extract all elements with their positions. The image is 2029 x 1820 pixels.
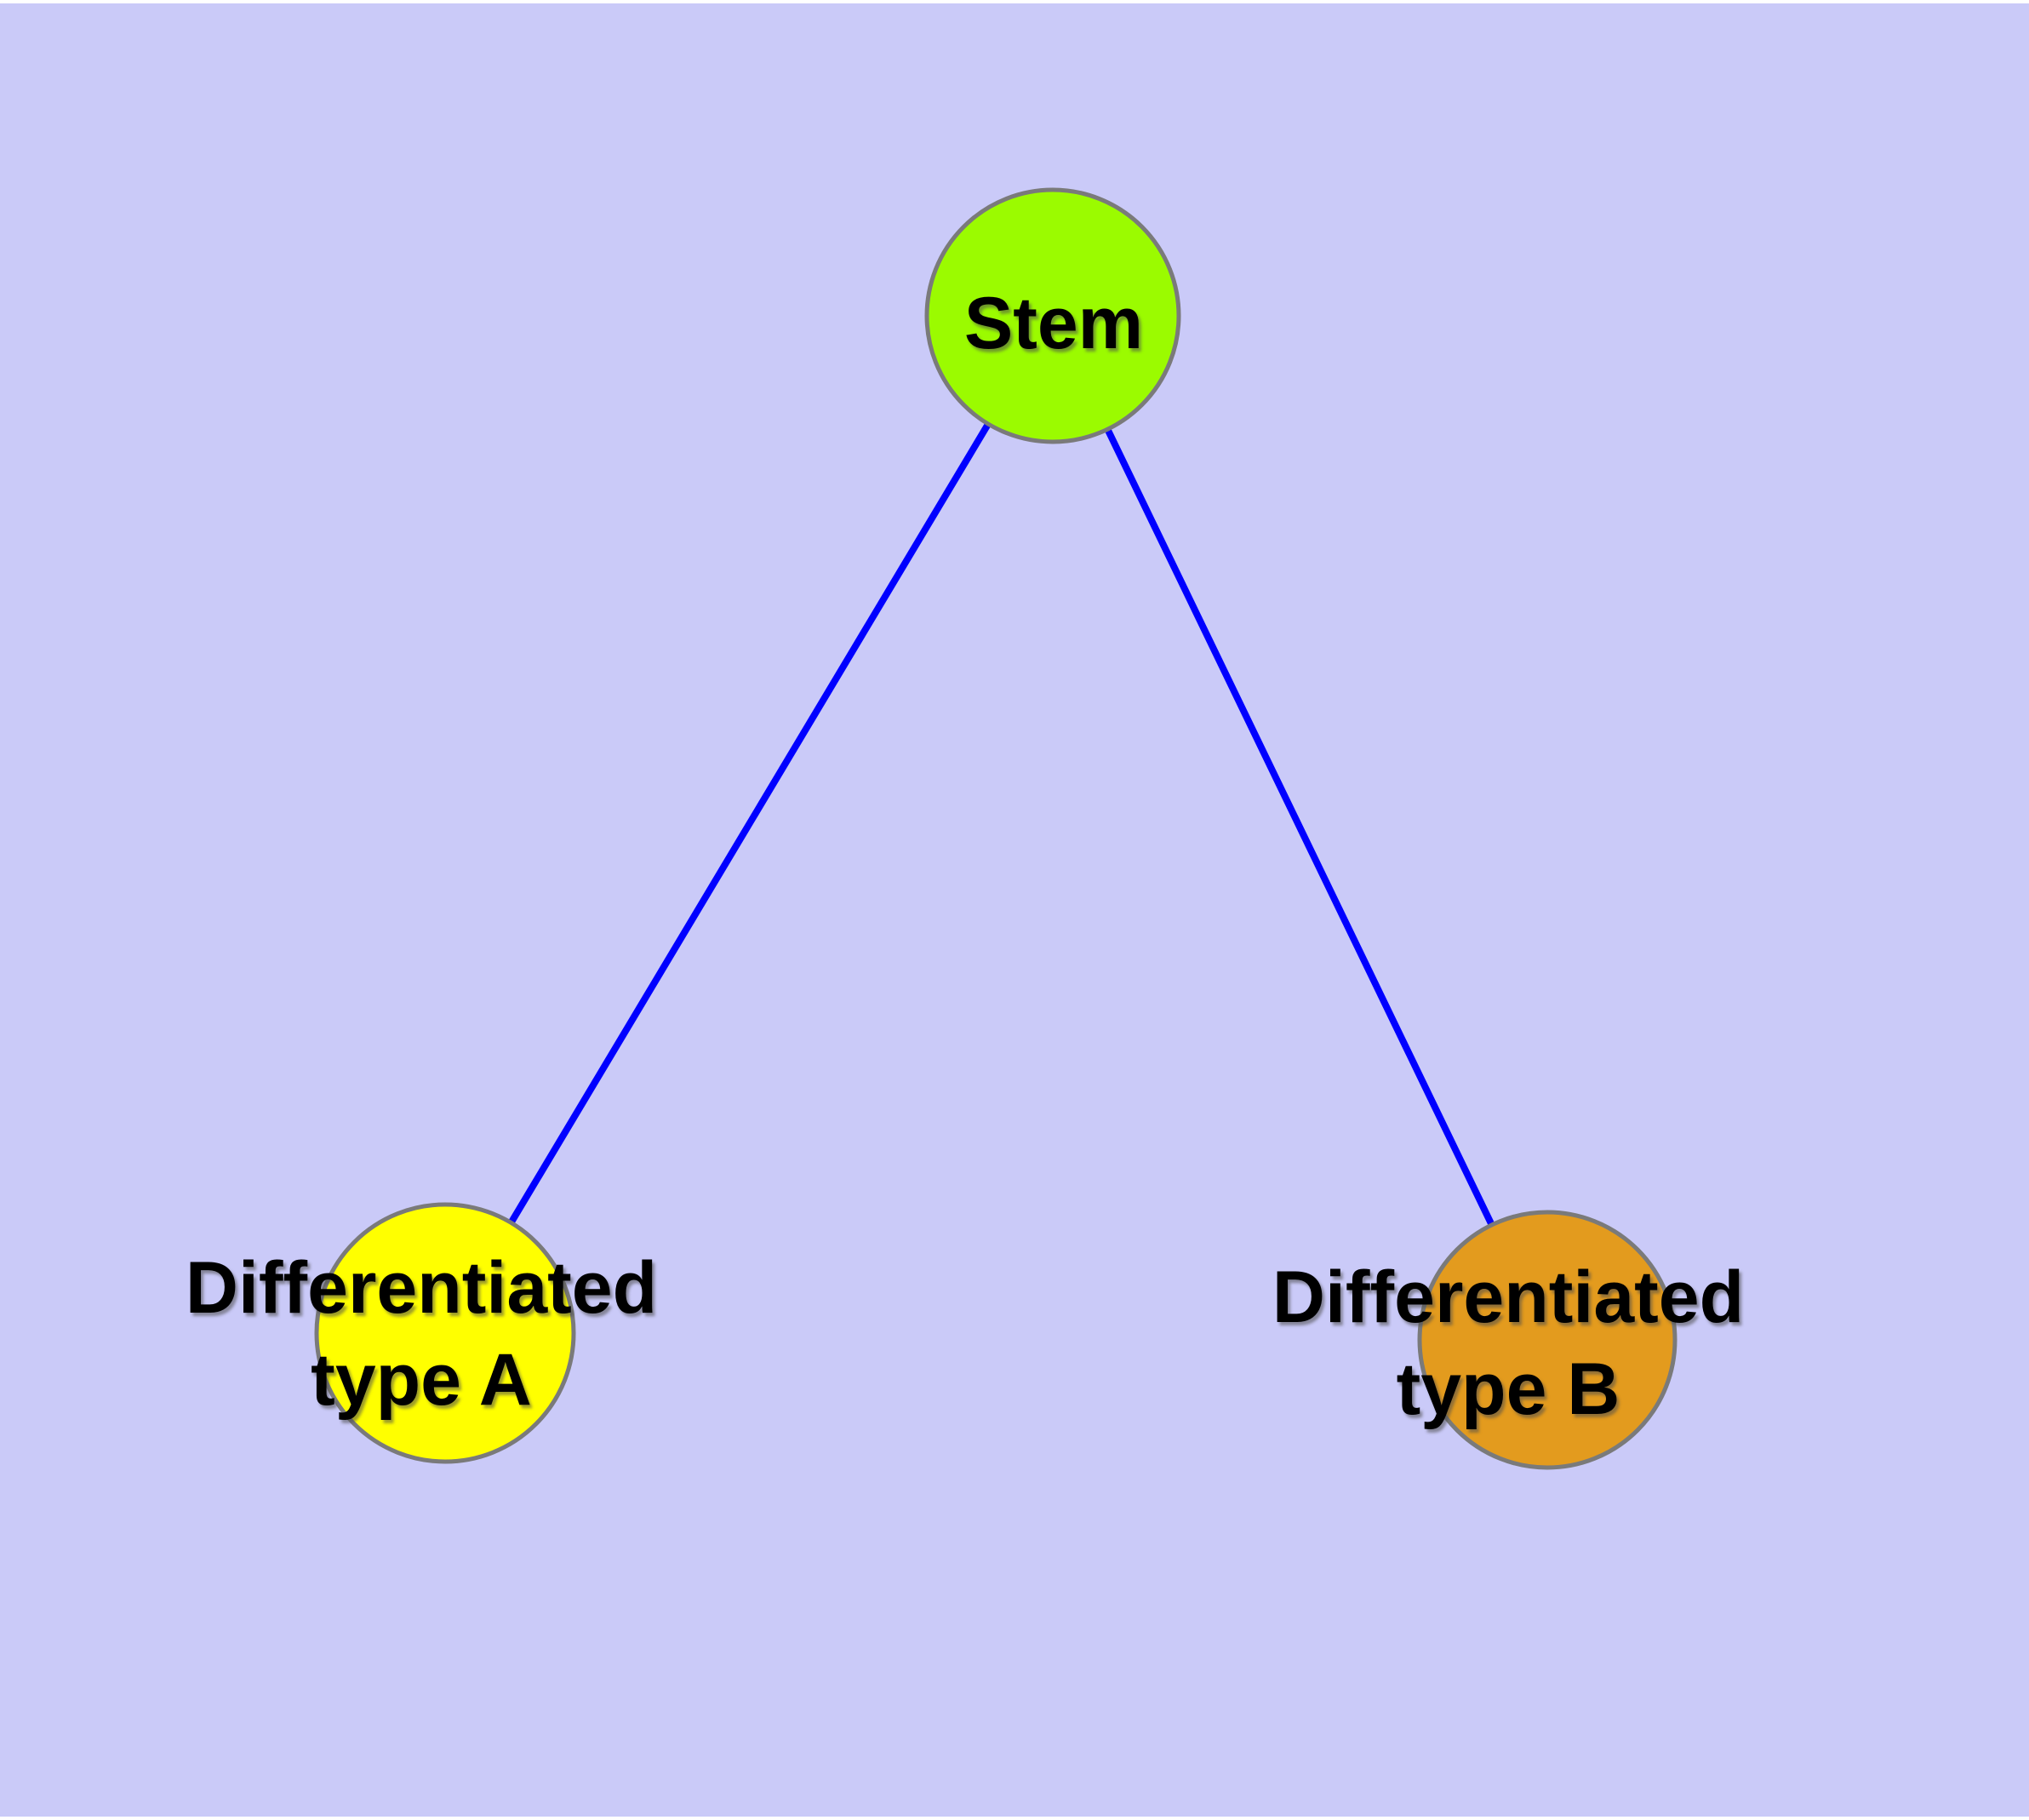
node-label-type-a-line1: Differentiated (185, 1247, 658, 1329)
node-label-stem-line1: Stem (963, 283, 1144, 364)
node-type-b (1417, 1210, 1677, 1470)
node-type-a (314, 1202, 576, 1464)
node-label-type-b-line2: type B (1396, 1348, 1620, 1430)
node-label-type-b: Differentiated type B (1272, 1251, 1744, 1435)
edge-stem-type-a (442, 313, 1056, 1336)
node-stem (924, 187, 1181, 444)
node-label-stem: Stem (964, 278, 1143, 369)
node-label-type-a-line2: type A (311, 1339, 532, 1421)
edge-stem-type-b (1049, 314, 1551, 1342)
node-label-type-a: Differentiated type A (186, 1242, 657, 1426)
node-label-type-b-line1: Differentiated (1272, 1256, 1745, 1338)
